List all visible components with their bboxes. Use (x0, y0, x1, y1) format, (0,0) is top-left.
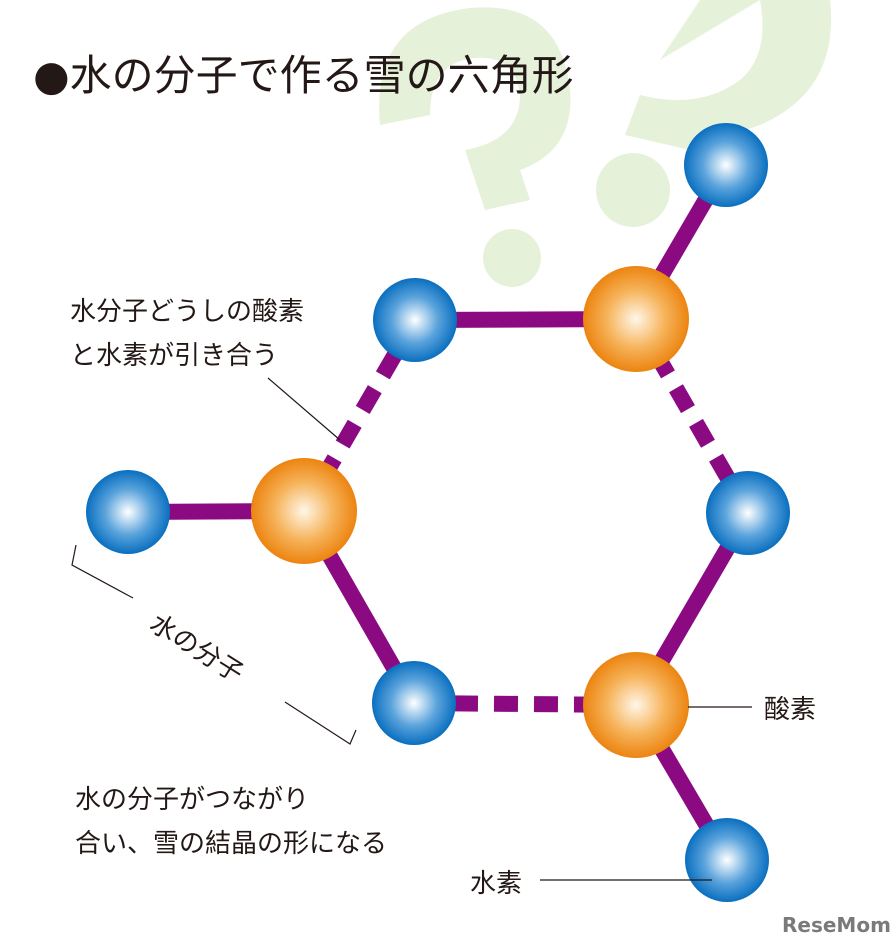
hydrogen-atom (684, 123, 768, 207)
question-mark-icon (596, 0, 832, 227)
oxygen-atom (583, 652, 689, 758)
hydrogen-atom (706, 471, 790, 555)
question-mark-icon (379, 7, 571, 287)
oxygen-label: 酸素 (764, 695, 816, 725)
leader-lines (71, 377, 752, 881)
hydrogen-atom (372, 661, 456, 745)
page-title: ●水の分子で作る雪の六角形 (33, 51, 574, 100)
oxygen-atom (251, 458, 357, 564)
oxygen-atom (583, 266, 689, 372)
attraction-label-line2: と水素が引き合う (70, 341, 278, 371)
hydrogen-atom (685, 818, 769, 902)
atoms (86, 123, 790, 902)
crystal-label-line1: 水の分子がつながり (75, 785, 309, 815)
bonds (127, 160, 755, 865)
resemom-logo: ReseMom (782, 913, 890, 937)
crystal-label-line2: 合い、雪の結晶の形になる (75, 829, 387, 859)
hydrogen-atom (86, 470, 170, 554)
hydrogen-label: 水素 (470, 869, 522, 899)
question-marks-background (379, 0, 832, 287)
molecule-label: 水の分子 (144, 608, 248, 689)
attraction-label-line1: 水分子どうしの酸素 (70, 297, 304, 327)
hydrogen-atom (373, 278, 457, 362)
